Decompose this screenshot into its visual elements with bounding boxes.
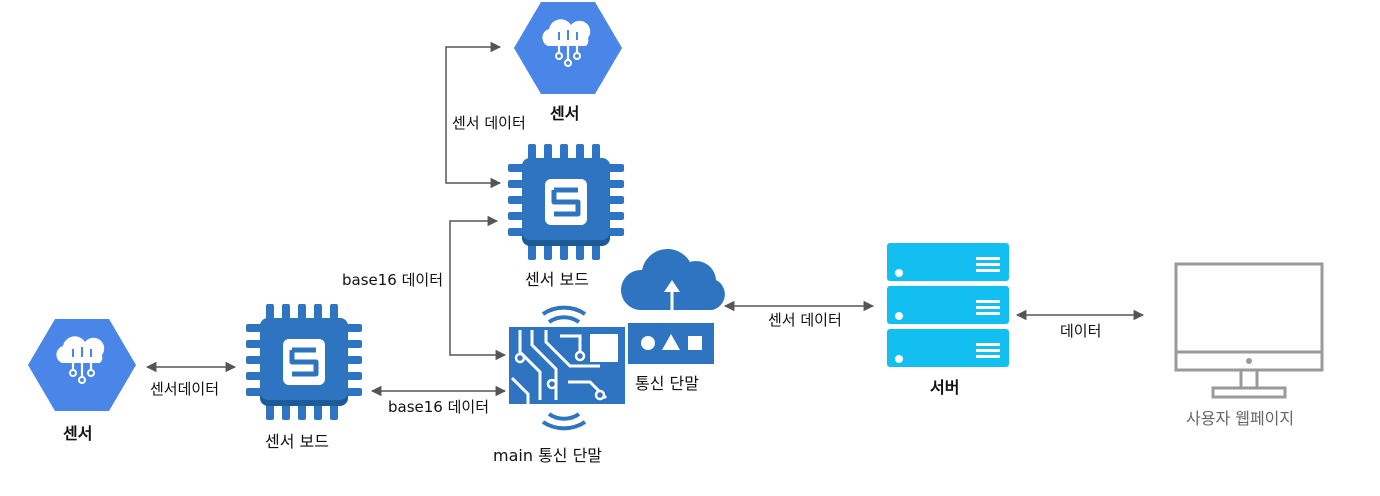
webpage-label: 사용자 웹페이지 (1186, 409, 1295, 428)
edge-label-sensor-top-board: 센서 데이터 (452, 114, 526, 132)
connectors (145, 41, 1145, 397)
main-comm-terminal-label: main 통신 단말 (493, 446, 603, 465)
sensor-left-icon (28, 319, 136, 411)
edge-label-board-left-main: base16 데이터 (388, 398, 490, 416)
edge-label-board-top-main: base16 데이터 (342, 271, 444, 289)
sensor-top-label: 센서 (550, 104, 580, 123)
sensor-board-left-icon (246, 304, 362, 420)
sensor-top-icon (514, 2, 622, 94)
arrow-board-main-loop (449, 215, 507, 361)
sensor-board-top-icon (508, 144, 624, 260)
server-label: 서버 (930, 378, 960, 397)
edge-label-sensor-left-board: 센서데이터 (150, 380, 220, 398)
arrow-top-sensor-loop (445, 41, 502, 189)
sensor-left-label: 센서 (63, 424, 93, 443)
comm-terminal-icon (620, 249, 725, 364)
sensor-board-top-label: 센서 보드 (525, 270, 589, 289)
edge-label-comm-server: 센서 데이터 (768, 311, 842, 329)
server-icon (887, 243, 1009, 367)
monitor-icon (1174, 262, 1324, 399)
main-comm-terminal-icon (509, 305, 625, 431)
edge-label-server-web: 데이터 (1060, 322, 1102, 340)
sensor-board-left-label: 센서 보드 (265, 432, 329, 451)
comm-terminal-label: 통신 단말 (635, 374, 699, 393)
